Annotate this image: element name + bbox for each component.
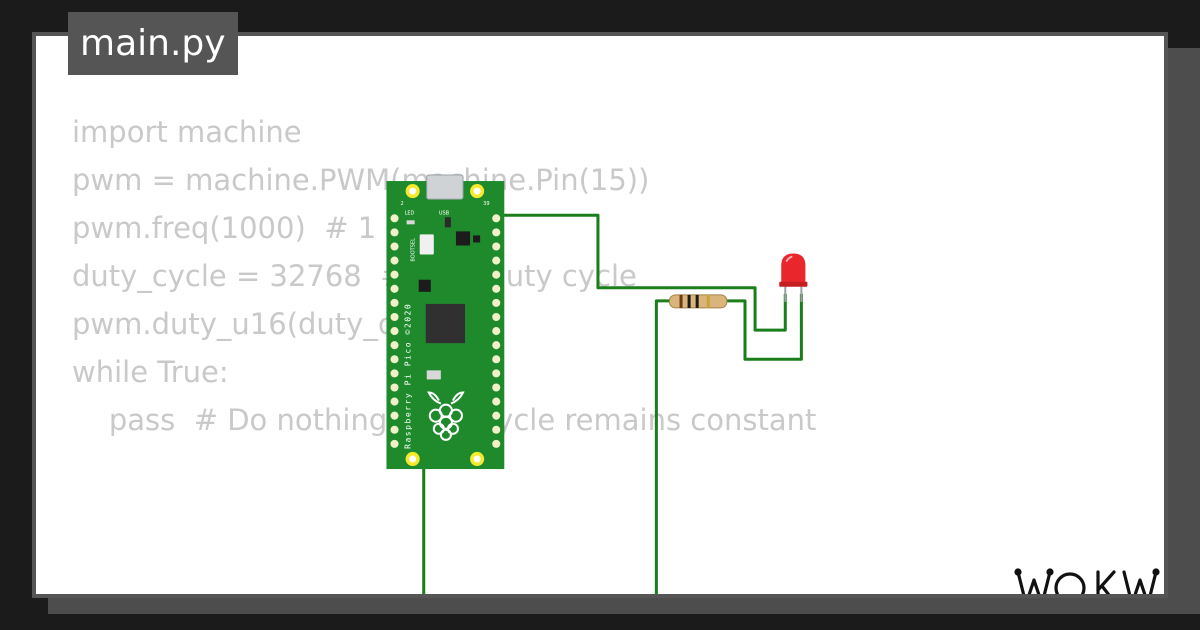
wokwi-logo <box>1014 568 1160 594</box>
wire-resistor-left[interactable] <box>654 299 670 598</box>
led-label: LED <box>405 210 415 216</box>
pico-board[interactable]: Raspberry Pi Pico ©2020 BOOTSEL LED USB … <box>386 174 505 470</box>
red-led[interactable] <box>779 253 808 302</box>
pin-header-right <box>492 214 501 448</box>
mounting-holes <box>405 184 485 467</box>
wire-resistor-right[interactable] <box>724 293 803 361</box>
usb-label: USB <box>439 210 450 216</box>
resistor[interactable] <box>668 294 728 309</box>
code-line: while True: <box>72 355 229 389</box>
onboard-led <box>406 220 415 225</box>
pin-label-first: 2 <box>401 201 404 207</box>
simulation-canvas[interactable]: import machine pwm = machine.PWM(machine.… <box>32 32 1168 598</box>
code-line: import machine <box>72 115 302 149</box>
pin-label-last: 39 <box>483 201 489 207</box>
bootsel-button-icon[interactable] <box>419 234 434 255</box>
board-model-text: Raspberry Pi Pico ©2020 <box>404 303 413 449</box>
pin-header-left <box>390 214 399 448</box>
rp2040-chip <box>425 303 466 344</box>
file-name-tab[interactable]: main.py <box>68 12 238 75</box>
raspberry-logo <box>427 391 465 441</box>
wire-gp15[interactable] <box>491 213 787 332</box>
circuit-diagram: Raspberry Pi Pico ©2020 BOOTSEL LED USB … <box>386 174 808 598</box>
code-line: pwm = machine.PWM(machine.Pin(15)) <box>72 163 650 197</box>
bootsel-label: BOOTSEL <box>411 238 417 262</box>
usb-connector <box>426 174 464 200</box>
